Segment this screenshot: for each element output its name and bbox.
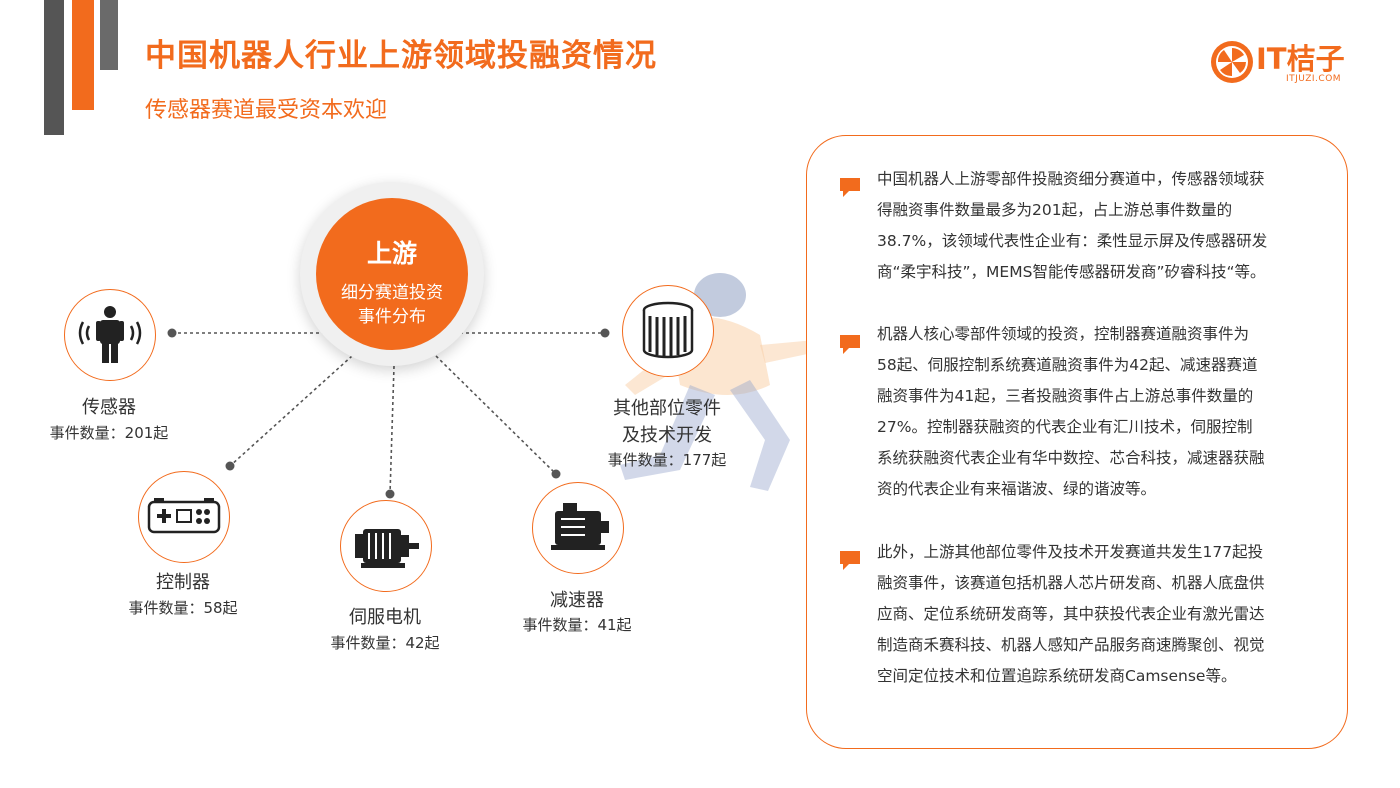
page-title: 中国机器人行业上游领域投融资情况 xyxy=(145,38,657,74)
node-controller-count: 事件数量：58起 xyxy=(128,599,238,617)
node-sensor xyxy=(64,289,156,381)
decor-bar-orange xyxy=(72,0,94,110)
paragraph-2-line: 融资事件为41起，三者投融资事件占上游总事件数量的 xyxy=(877,387,1254,405)
analysis-textbox: 中国机器人上游零部件投融资细分赛道中，传感器领域获 得融资事件数量最多为201起… xyxy=(806,135,1348,749)
paragraph-1-line: 中国机器人上游零部件投融资细分赛道中，传感器领域获 xyxy=(877,170,1265,188)
hub-title: 上游 xyxy=(366,239,417,268)
connector-servo xyxy=(389,365,395,495)
node-other-label-line2: 及技术开发 xyxy=(622,425,712,446)
upstream-diagram: 上游 细分赛道投资 事件分布 传感器 事件数量：201起 xyxy=(49,182,815,652)
speech-bubble-icon xyxy=(840,178,860,197)
node-reducer xyxy=(532,482,624,574)
upstream-hub: 上游 细分赛道投资 事件分布 xyxy=(300,182,484,366)
controller-board-icon xyxy=(147,498,221,534)
paragraph-3-line: 融资事件，该赛道包括机器人芯片研发商、机器人底盘供 xyxy=(877,574,1265,592)
node-servo-count: 事件数量：42起 xyxy=(330,634,440,652)
connector-reducer xyxy=(435,355,557,475)
paragraph-2-line: 58起、伺服控制系统赛道融资事件为42起、减速器赛道 xyxy=(877,356,1258,374)
node-servo-label: 伺服电机 xyxy=(349,607,421,628)
paragraph-2-line: 系统获融资代表企业有华中数控、芯合科技，减速器获融 xyxy=(877,449,1265,467)
brand-logo: IT桔子 ITJUZI.COM xyxy=(1210,34,1360,94)
paragraph-3-line: 空间定位技术和位置追踪系统研发商Camsense等。 xyxy=(877,667,1237,685)
hub-subtitle-line1: 细分赛道投资 xyxy=(341,283,443,303)
node-sensor-count: 事件数量：201起 xyxy=(49,424,169,442)
node-reducer-count: 事件数量：41起 xyxy=(522,616,632,634)
paragraph-1-line: 得融资事件数量最多为201起，占上游总事件数量的 xyxy=(877,201,1233,219)
paragraph-3: 此外，上游其他部位零件及技术开发赛道共发生177起投 融资事件，该赛道包括机器人… xyxy=(877,537,1322,692)
node-controller-label: 控制器 xyxy=(156,572,210,593)
paragraph-3-line: 此外，上游其他部位零件及技术开发赛道共发生177起投 xyxy=(877,543,1264,561)
paragraph-1-line: 38.7%，该领域代表性企业有：柔性显示屏及传感器研发 xyxy=(877,232,1268,250)
node-controller xyxy=(138,471,230,563)
connector-dot-controller xyxy=(225,461,235,471)
node-other-label-line1: 其他部位零件 xyxy=(613,398,721,419)
paragraph-2-line: 机器人核心零部件领域的投资，控制器赛道融资事件为 xyxy=(877,325,1250,343)
node-other-count: 事件数量：177起 xyxy=(607,451,727,469)
paragraph-3-line: 制造商禾赛科技、机器人感知产品服务商速腾聚创、视觉 xyxy=(877,636,1265,654)
filter-cartridge-icon xyxy=(642,301,694,359)
gear-reducer-icon xyxy=(551,503,609,550)
orange-slice-icon xyxy=(1211,41,1253,83)
connector-controller xyxy=(229,355,353,467)
paragraph-2: 机器人核心零部件领域的投资，控制器赛道融资事件为 58起、伺服控制系统赛道融资事… xyxy=(877,319,1322,505)
logo-subtext: ITJUZI.COM xyxy=(1286,74,1342,84)
paragraph-1-line: 商“柔宇科技”，MEMS智能传感器研发商”矽睿科技“等。 xyxy=(877,263,1266,281)
human-signal-icon xyxy=(78,306,142,363)
paragraph-1: 中国机器人上游零部件投融资细分赛道中，传感器领域获 得融资事件数量最多为201起… xyxy=(877,164,1322,288)
page-subtitle: 传感器赛道最受资本欢迎 xyxy=(145,98,388,123)
speech-bubble-icon xyxy=(840,551,860,570)
connector-dot-sensor xyxy=(167,328,177,338)
connector-dot-servo xyxy=(385,489,395,499)
decor-bar-gray xyxy=(100,0,118,70)
paragraph-2-line: 资的代表企业有来福谐波、绿的谐波等。 xyxy=(877,480,1157,498)
node-other-parts xyxy=(622,285,714,377)
upstream-hub-core: 上游 细分赛道投资 事件分布 xyxy=(316,198,468,350)
logo-text: IT桔子 xyxy=(1256,42,1345,76)
node-servo-motor xyxy=(340,500,432,592)
connector-dot-other xyxy=(600,328,610,338)
motor-icon xyxy=(355,529,419,568)
decor-bar-dark xyxy=(44,0,64,135)
speech-bubble-icon xyxy=(840,335,860,354)
paragraph-3-line: 应商、定位系统研发商等，其中获投代表企业有激光雷达 xyxy=(877,605,1265,623)
hub-subtitle-line2: 事件分布 xyxy=(358,307,426,327)
node-sensor-label: 传感器 xyxy=(82,397,136,418)
connector-dot-reducer xyxy=(551,469,561,479)
node-reducer-label: 减速器 xyxy=(550,590,604,611)
paragraph-2-line: 27%。控制器获融资的代表企业有汇川技术，伺服控制 xyxy=(877,418,1253,436)
